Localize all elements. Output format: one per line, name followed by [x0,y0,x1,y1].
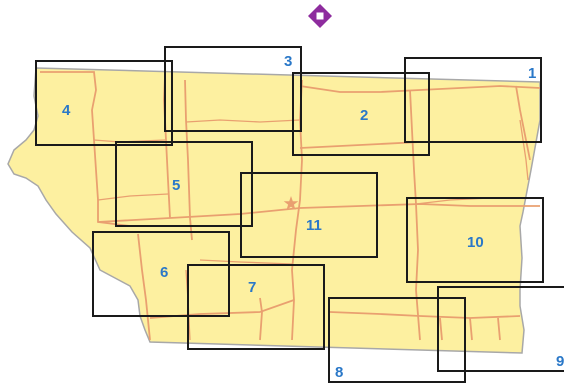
tile-1[interactable] [404,57,542,143]
tile-label-9: 9 [556,353,564,370]
tile-6[interactable] [92,231,230,317]
tile-5[interactable] [115,141,253,227]
capital-star-icon [283,196,299,210]
tile-8[interactable] [328,297,466,383]
diamond-icon[interactable] [308,4,332,28]
road-network [40,71,541,341]
tile-3[interactable] [164,46,302,132]
tile-label-1: 1 [528,65,536,82]
tile-label-5: 5 [172,177,180,194]
tile-10[interactable] [406,197,544,283]
tile-7[interactable] [187,264,325,350]
tile-label-2: 2 [360,107,368,124]
tile-label-4: 4 [62,102,71,119]
tile-label-6: 6 [160,264,168,281]
tile-label-8: 8 [335,364,343,381]
tile-label-7: 7 [248,279,256,296]
tile-11[interactable] [240,172,378,258]
tile-label-10: 10 [467,234,484,251]
tile-label-3: 3 [284,53,292,70]
tile-2[interactable] [292,72,430,156]
tile-4[interactable] [35,60,173,146]
tile-label-11: 11 [306,217,322,234]
tile-9[interactable] [437,286,564,372]
